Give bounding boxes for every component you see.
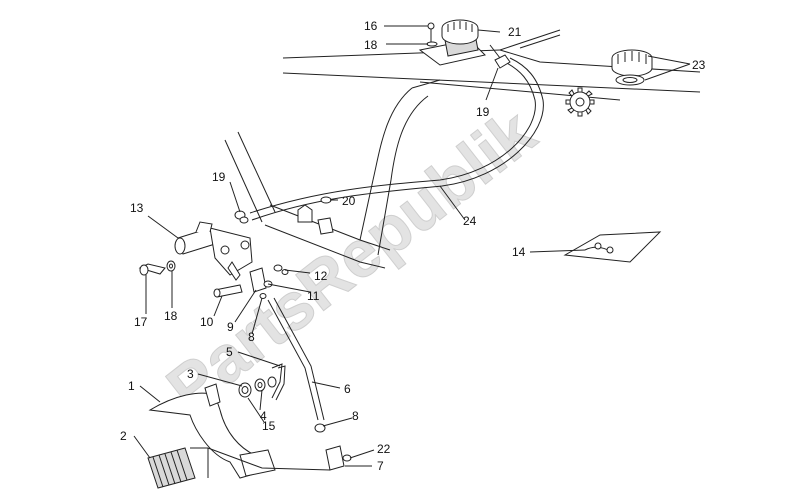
callout-18a: 18: [364, 38, 378, 52]
spring-clip: [271, 363, 286, 401]
callout-4: 4: [260, 409, 267, 423]
callout-11: 11: [307, 289, 320, 303]
callout-1: 1: [128, 379, 135, 393]
callout-19a: 19: [476, 105, 490, 119]
brake-pedal-lever: [148, 383, 276, 479]
callout-6: 6: [344, 382, 351, 396]
pushrod: [267, 297, 352, 471]
callout-13: 13: [130, 201, 144, 215]
callout-21: 21: [508, 25, 522, 39]
callout-15: 15: [262, 419, 276, 433]
tool-bag: [563, 231, 662, 263]
callout-17: 17: [134, 315, 148, 329]
washers: [238, 376, 277, 398]
callout-3: 3: [187, 367, 194, 381]
reservoir-cap: [611, 49, 653, 86]
frame-bar: [224, 79, 441, 269]
leader-lines: [133, 25, 691, 471]
hose-clip-left: [234, 210, 249, 224]
callout-23: 23: [692, 58, 706, 72]
bolt-10: [213, 284, 243, 298]
callout-22: 22: [377, 442, 391, 456]
callout-14: 14: [512, 245, 526, 259]
callout-10: 10: [200, 315, 214, 329]
pedal-rubber: [147, 447, 196, 489]
callout-9: 9: [227, 320, 234, 334]
watermark: PartsRepublik: [153, 94, 549, 426]
callout-8a: 8: [248, 330, 255, 344]
callout-5: 5: [226, 345, 233, 359]
brake-hose: [249, 57, 544, 221]
reservoir-assembly: [418, 19, 511, 69]
bolt-17: [138, 260, 176, 276]
callout-20: 20: [342, 194, 356, 208]
gear-icon: [565, 87, 595, 117]
callout-7: 7: [377, 459, 384, 473]
callout-18b: 18: [164, 309, 178, 323]
pushrod-clevis: [249, 264, 289, 299]
callout-16: 16: [364, 19, 378, 33]
callout-labels: 1 2 3 4 5 6 7 8 8 9 10 11 12 13 14 15 16…: [120, 19, 706, 473]
callout-8b: 8: [352, 409, 359, 423]
callout-19b: 19: [212, 170, 226, 184]
master-cylinder: [174, 221, 253, 281]
callout-24: 24: [463, 214, 477, 228]
callout-2: 2: [120, 429, 127, 443]
callout-12: 12: [314, 269, 328, 283]
